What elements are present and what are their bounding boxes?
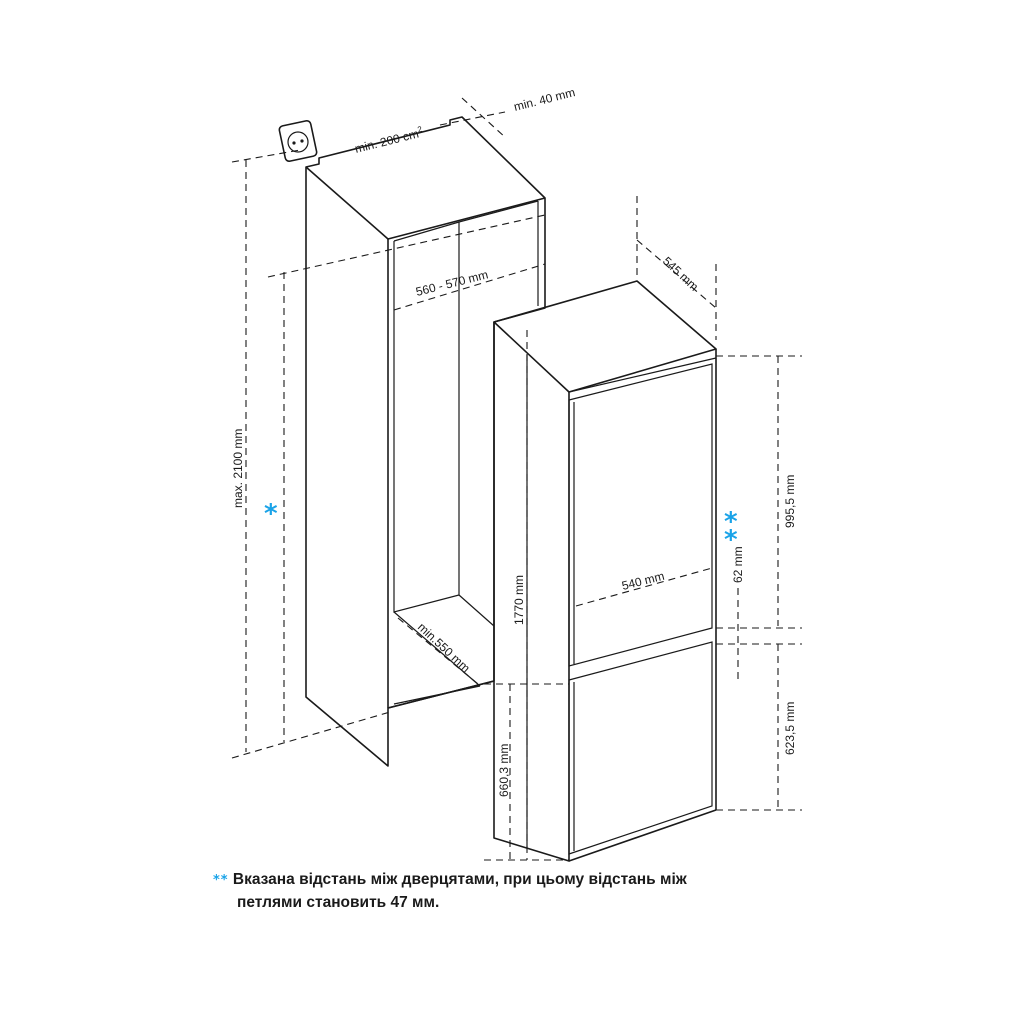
cabinet	[305, 116, 546, 767]
upper-door-label: 995,5 mm	[783, 475, 797, 528]
max-height-label: max. 2100 mm	[231, 429, 245, 508]
fridge-depth-label: 545 mm	[660, 254, 701, 294]
rear-gap-label: min. 40 mm	[512, 85, 576, 114]
vent-area-label: min. 200 cm2	[353, 124, 425, 156]
power-socket-icon	[278, 120, 318, 162]
single-asterisk-marker: *	[264, 499, 278, 529]
footnote-asterisks: **	[213, 873, 229, 888]
lower-height-label: 660,3 mm	[497, 744, 511, 797]
double-asterisk-marker-bottom: *	[724, 525, 738, 555]
footnote: ** Вказана відстань між дверцятами, при …	[213, 869, 813, 914]
footnote-line-2: петлями становить 47 мм.	[237, 894, 440, 911]
fridge-height-label: 1770 mm	[512, 575, 526, 625]
dimension-lines	[231, 97, 802, 861]
door-gap-label: 62 mm	[731, 546, 745, 583]
niche-depth-label: min.550 mm	[415, 620, 473, 675]
lower-door-label: 623,5 mm	[783, 702, 797, 755]
double-asterisk-marker-top: *	[724, 507, 738, 537]
niche-width-label: 560 - 570 mm	[414, 267, 489, 298]
fridge-width-label: 540 mm	[620, 569, 665, 593]
footnote-line-1: Вказана відстань між дверцятами, при цьо…	[232, 871, 687, 888]
